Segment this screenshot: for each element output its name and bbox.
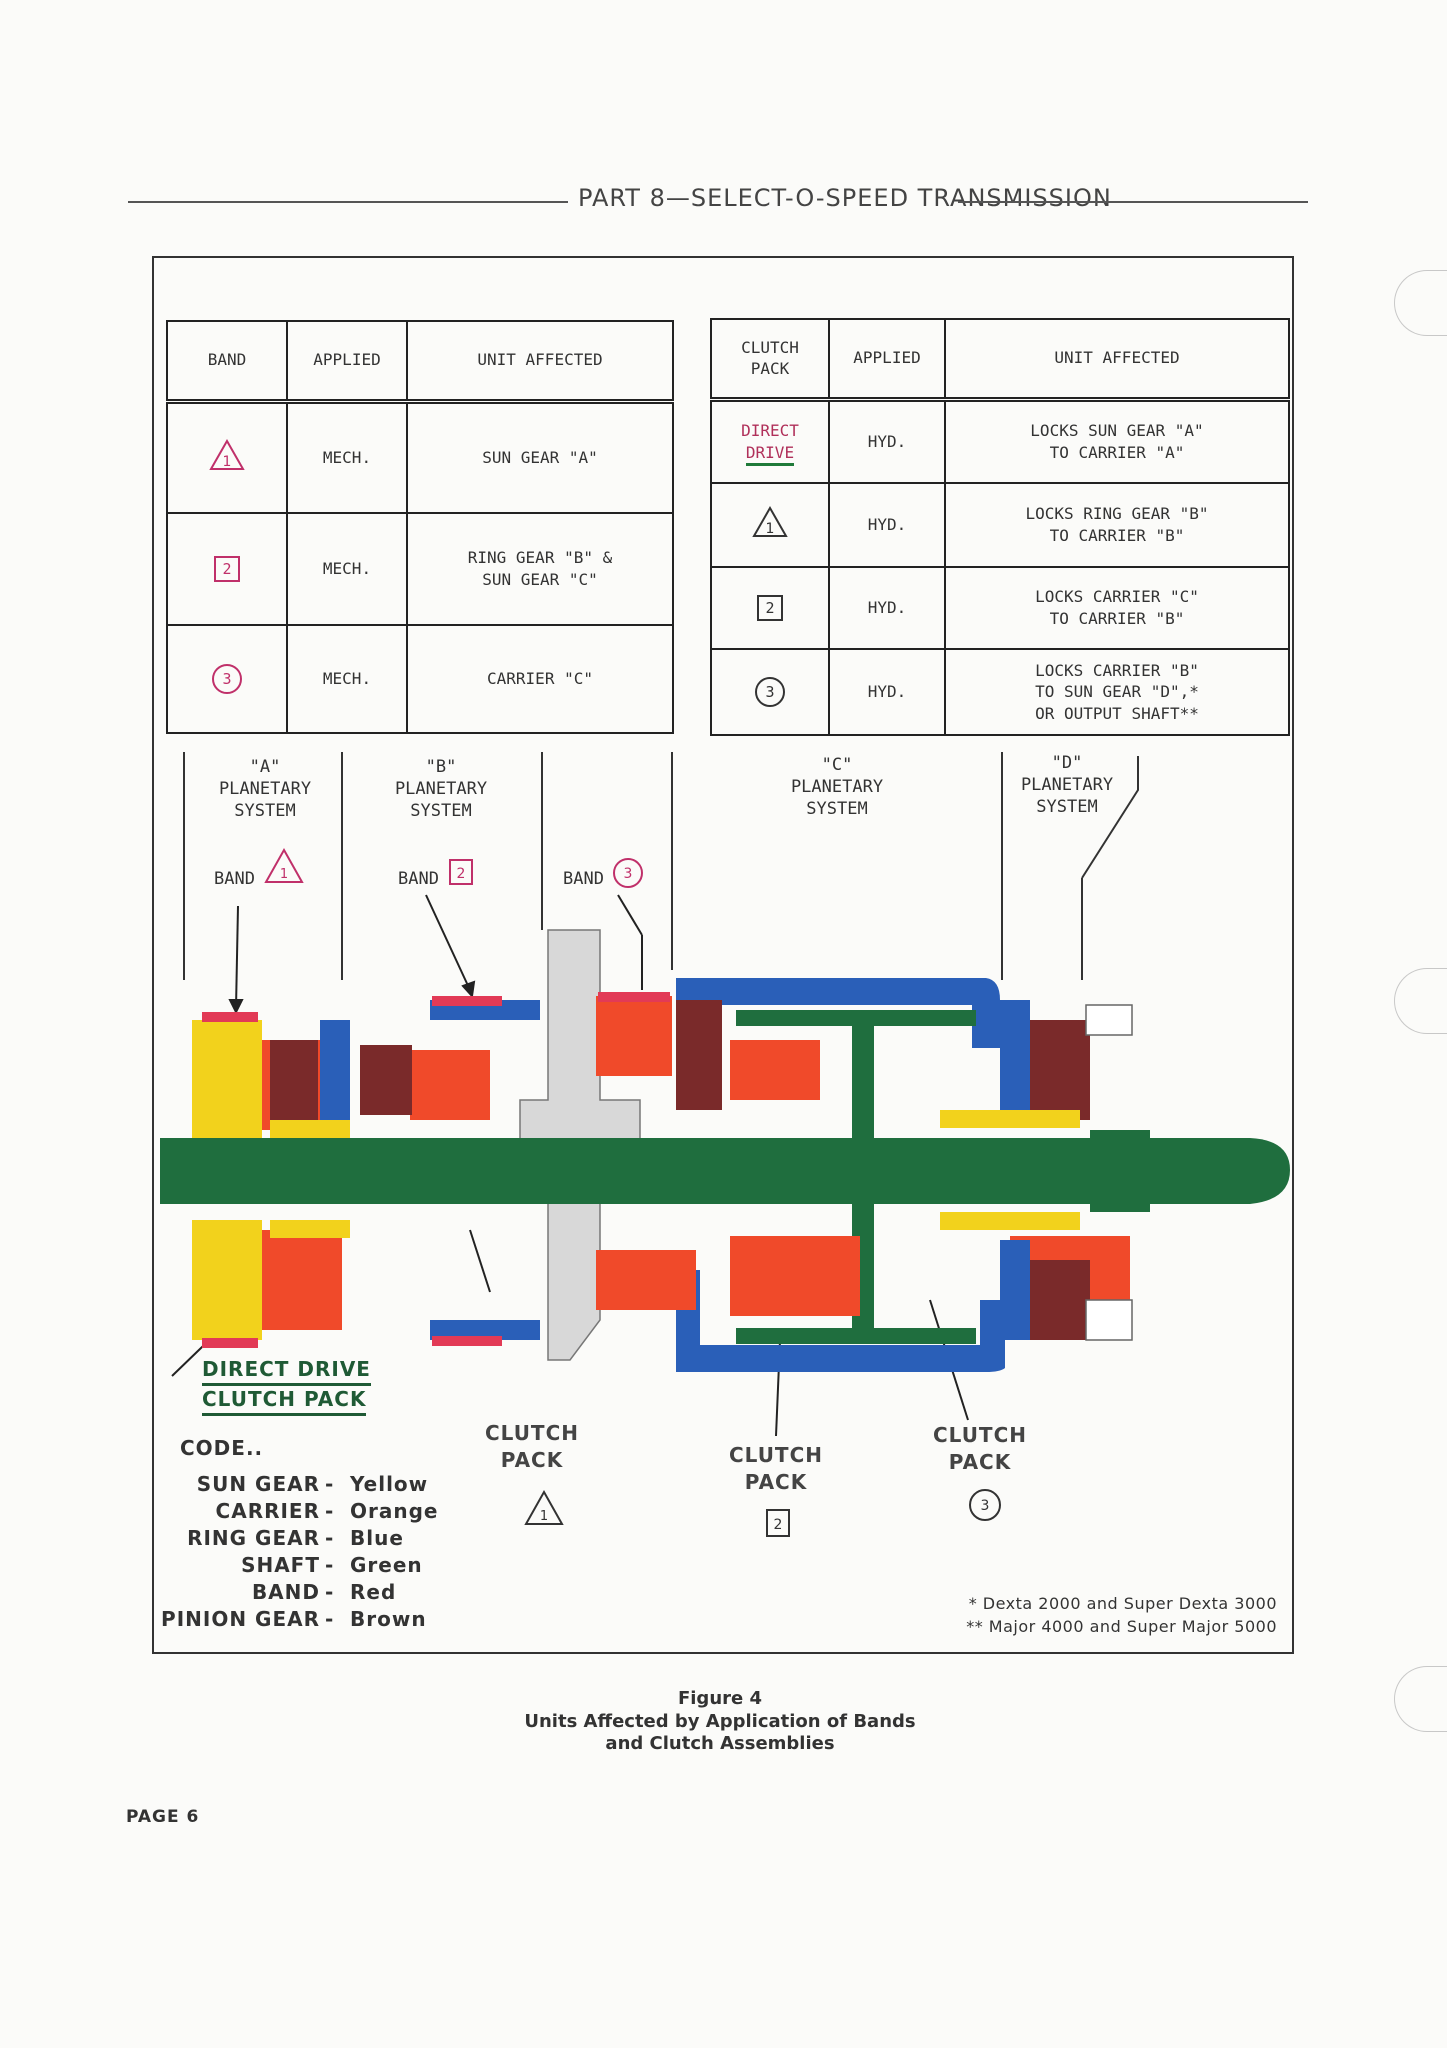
direct-drive-line1: DIRECT	[741, 421, 799, 441]
band-row1-unit: SUN GEAR "A"	[406, 400, 674, 514]
band-table: BAND APPLIED UNIT AFFECTED 1 MECH. SUN G…	[166, 320, 674, 734]
code-row: SUN GEAR-Yellow	[196, 1472, 429, 1496]
footnote-major: ** Major 4000 and Super Major 5000	[966, 1617, 1277, 1636]
clutch-row3-symbol: 2	[710, 566, 830, 650]
punch-hole	[1394, 968, 1447, 1034]
clutch-row2-unit-line2: TO CARRIER "B"	[1049, 526, 1185, 545]
triangle-icon: 1	[752, 506, 788, 538]
band-row2-unit: RING GEAR "B" & SUN GEAR "C"	[406, 512, 674, 626]
clutch-table: CLUTCH PACK APPLIED UNIT AFFECTED DIRECT…	[710, 318, 1290, 736]
code-row: BAND-Red	[251, 1580, 397, 1604]
clutch-row4-unit-line1: LOCKS CARRIER "B"	[1035, 660, 1199, 680]
clutch-row2-unit-line1: LOCKS RING GEAR "B"	[1025, 504, 1209, 524]
clutch-row4-symbol: 3	[710, 648, 830, 736]
code-row: CARRIER-Orange	[215, 1499, 439, 1523]
triangle-icon: 1	[209, 438, 245, 470]
punch-hole	[1394, 1666, 1447, 1732]
band-row3-unit: CARRIER "C"	[406, 624, 674, 734]
band-row3-symbol: 3	[166, 624, 288, 734]
direct-drive-line2: DRIVE	[716, 442, 824, 466]
footnote-dexta: * Dexta 2000 and Super Dexta 3000	[968, 1594, 1277, 1613]
page-header: PART 8—SELECT-O-SPEED TRANSMISSION	[128, 184, 1308, 220]
caption-line2: and Clutch Assemblies	[605, 1733, 835, 1754]
clutch-row3-applied: HYD.	[828, 566, 946, 650]
clutch-row4-unit-line2: TO SUN GEAR "D",*	[1035, 682, 1199, 702]
clutch-header-pack: CLUTCH PACK	[710, 318, 830, 402]
clutch-row2-symbol: 1	[710, 482, 830, 568]
clutch-row1-symbol: DIRECT DRIVE	[710, 398, 830, 484]
header-title: PART 8—SELECT-O-SPEED TRANSMISSION	[578, 184, 1112, 212]
band-row1-symbol: 1	[166, 400, 288, 514]
band-row1-applied: MECH.	[286, 400, 408, 514]
band-row2-applied: MECH.	[286, 512, 408, 626]
punch-hole	[1394, 270, 1447, 336]
band-row2-unit-line1: RING GEAR "B" &	[467, 548, 613, 568]
header-rule-left	[128, 201, 568, 203]
band-header-unit: UNIT AFFECTED	[406, 320, 674, 404]
caption-line1: Units Affected by Application of Bands	[524, 1710, 916, 1732]
clutch-row4-unit: LOCKS CARRIER "B" TO SUN GEAR "D",* OR O…	[944, 648, 1290, 736]
clutch-row1-applied: HYD.	[828, 398, 946, 484]
clutch-row2-applied: HYD.	[828, 482, 946, 568]
clutch-header-pack-line1: CLUTCH	[741, 337, 799, 357]
clutch-row1-unit: LOCKS SUN GEAR "A" TO CARRIER "A"	[944, 398, 1290, 484]
clutch-row3-unit: LOCKS CARRIER "C" TO CARRIER "B"	[944, 566, 1290, 650]
circle-icon: 3	[755, 677, 785, 707]
clutch-header-applied: APPLIED	[828, 318, 946, 402]
clutch-row1-unit-line1: LOCKS SUN GEAR "A"	[1030, 421, 1204, 441]
direct-drive-clutch-label: DIRECT DRIVE CLUTCH PACK	[202, 1356, 371, 1416]
caption-figure-number: Figure 4	[677, 1688, 763, 1709]
code-title: CODE..	[180, 1436, 264, 1460]
band-row3-applied: MECH.	[286, 624, 408, 734]
clutch-row4-unit-line3: OR OUTPUT SHAFT**	[1035, 703, 1199, 723]
clutch-row2-unit: LOCKS RING GEAR "B" TO CARRIER "B"	[944, 482, 1290, 568]
circle-icon: 3	[212, 664, 242, 694]
band-header-applied: APPLIED	[286, 320, 408, 404]
clutch-header-pack-line2: PACK	[750, 359, 790, 379]
square-icon: 2	[757, 595, 783, 621]
square-icon: 2	[214, 556, 240, 582]
header-rule-right	[958, 201, 1308, 203]
clutch-row3-unit-line2: TO CARRIER "B"	[1049, 609, 1185, 628]
band-row2-unit-line2: SUN GEAR "C"	[482, 570, 598, 589]
code-row: SHAFT-Green	[241, 1553, 423, 1577]
svg-text:1: 1	[766, 521, 775, 537]
code-row: PINION GEAR-Brown	[161, 1607, 427, 1631]
figure-caption: Figure 4 Units Affected by Application o…	[480, 1688, 960, 1756]
svg-text:1: 1	[223, 454, 232, 470]
page-number: PAGE 6	[126, 1807, 200, 1827]
clutch-row1-unit-line2: TO CARRIER "A"	[1049, 442, 1185, 462]
clutch-row4-applied: HYD.	[828, 648, 946, 736]
clutch-header-unit: UNIT AFFECTED	[944, 318, 1290, 402]
band-row2-symbol: 2	[166, 512, 288, 626]
figure-frame	[152, 256, 1294, 1654]
clutch-row3-unit-line1: LOCKS CARRIER "C"	[1035, 587, 1199, 607]
band-header-band: BAND	[166, 320, 288, 404]
code-row: RING GEAR-Blue	[187, 1526, 404, 1550]
